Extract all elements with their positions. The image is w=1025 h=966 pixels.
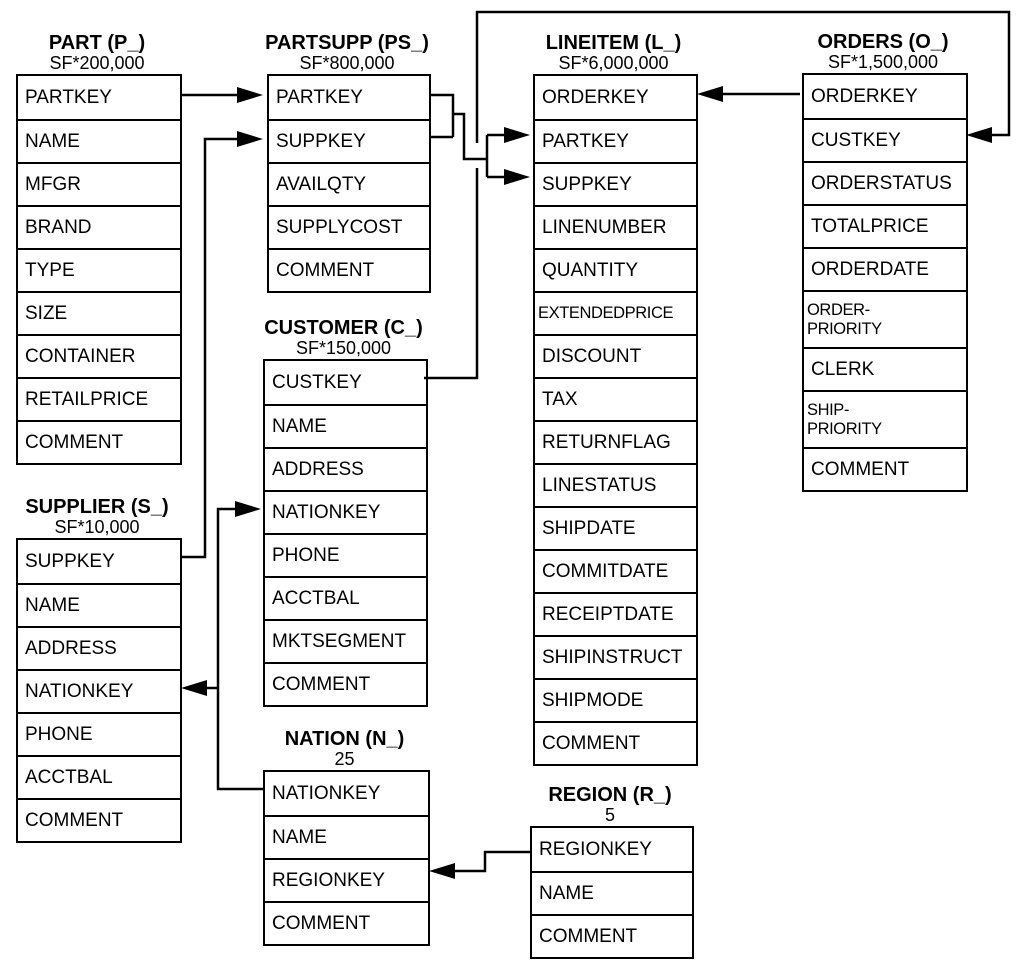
arrowhead-into-customer-nationkey: [235, 501, 261, 517]
field-lineitem-partkey: PARTKEY: [535, 119, 696, 162]
table-cardinality-region: 5: [604, 805, 615, 825]
field-partsupp-comment: COMMENT: [269, 248, 429, 291]
field-lineitem-linestatus: LINESTATUS: [535, 463, 696, 506]
field-supplier-address: ADDRESS: [18, 626, 180, 669]
field-lineitem-suppkey: SUPPKEY: [535, 162, 696, 205]
field-customer-acctbal: ACCTBAL: [265, 576, 426, 619]
table-cardinality-partsupp: SF*800,000: [299, 53, 395, 73]
field-part-mfgr: MFGR: [18, 162, 180, 205]
arrowhead-into-partsupp-partkey: [237, 87, 263, 103]
table-title-supplier: SUPPLIER (S_): [25, 496, 169, 518]
field-lineitem-linenumber: LINENUMBER: [535, 205, 696, 248]
field-lineitem-tax: TAX: [535, 377, 696, 420]
field-region-regionkey: REGIONKEY: [539, 838, 652, 860]
table-cardinality-customer: SF*150,000: [295, 338, 392, 358]
arrowhead-into-lineitem-orderkey: [697, 86, 723, 102]
field-lineitem-receiptdate: RECEIPTDATE: [535, 592, 696, 635]
field-partsupp-supplycost: SUPPLYCOST: [269, 205, 429, 248]
field-lineitem-extendedprice: EXTENDEDPRICE: [535, 291, 696, 334]
arrowhead-into-partsupp-suppkey: [237, 131, 263, 147]
line-partsupp-partkey-out: [429, 93, 455, 137]
field-region-name: NAME: [532, 871, 692, 914]
field-supplier-acctbal: ACCTBAL: [18, 755, 180, 798]
table-title-lineitem: LINEITEM (L_): [545, 32, 682, 54]
field-nation-nationkey: NATIONKEY: [272, 782, 381, 804]
arrowhead-into-lineitem-partkey: [504, 127, 530, 143]
table-cardinality-supplier: SF*10,000: [54, 517, 140, 537]
field-part-retailprice: RETAILPRICE: [18, 377, 180, 420]
field-partsupp-partkey: PARTKEY: [276, 86, 363, 108]
table-title-customer: CUSTOMER (C_): [264, 317, 423, 339]
field-part-partkey: PARTKEY: [25, 86, 112, 108]
field-orders-orderpriority: ORDER- PRIORITY: [804, 290, 966, 347]
field-orders-orderstatus: ORDERSTATUS: [804, 161, 966, 204]
table-cardinality-nation: 25: [334, 749, 355, 769]
field-lineitem-quantity: QUANTITY: [535, 248, 696, 291]
field-lineitem-orderkey: ORDERKEY: [542, 86, 649, 108]
table-cardinality-lineitem: SF*6,000,000: [558, 53, 669, 73]
field-customer-address: ADDRESS: [265, 447, 426, 490]
field-nation-comment: COMMENT: [265, 901, 428, 944]
field-part-size: SIZE: [18, 291, 180, 334]
field-lineitem-returnflag: RETURNFLAG: [535, 420, 696, 463]
table-cardinality-orders: SF*1,500,000: [827, 52, 939, 72]
field-orders-orderkey: ORDERKEY: [811, 85, 918, 107]
arrowhead-into-orders-custkey: [966, 127, 992, 143]
field-supplier-nationkey: NATIONKEY: [18, 669, 180, 712]
field-customer-phone: PHONE: [265, 533, 426, 576]
field-lineitem-commitdate: COMMITDATE: [535, 549, 696, 592]
field-orders-orderdate: ORDERDATE: [804, 247, 966, 290]
field-lineitem-comment: COMMENT: [535, 721, 696, 764]
field-orders-totalprice: TOTALPRICE: [804, 204, 966, 247]
line-partsupp-pair-feed: [453, 112, 487, 161]
field-customer-comment: COMMENT: [265, 662, 426, 705]
field-orders-shippriority: SHIP- PRIORITY: [804, 390, 966, 447]
arrowhead-into-supplier-nationkey: [181, 680, 207, 696]
table-title-nation: NATION (N_): [284, 728, 405, 750]
field-supplier-suppkey: SUPPKEY: [25, 550, 115, 572]
field-lineitem-shipdate: SHIPDATE: [535, 506, 696, 549]
field-nation-regionkey: REGIONKEY: [265, 858, 428, 901]
table-title-partsupp: PARTSUPP (PS_): [265, 32, 429, 54]
field-orders-clerk: CLERK: [804, 347, 966, 390]
arrowhead-into-nation-regionkey: [429, 863, 455, 879]
field-customer-mktsegment: MKTSEGMENT: [265, 619, 426, 662]
field-part-comment: COMMENT: [18, 420, 180, 463]
field-partsupp-availqty: AVAILQTY: [269, 162, 429, 205]
field-part-brand: BRAND: [18, 205, 180, 248]
field-supplier-phone: PHONE: [18, 712, 180, 755]
field-part-container: CONTAINER: [18, 334, 180, 377]
field-part-name: NAME: [18, 119, 180, 162]
field-customer-name: NAME: [265, 404, 426, 447]
field-partsupp-suppkey: SUPPKEY: [269, 119, 429, 162]
field-customer-custkey: CUSTKEY: [272, 371, 362, 393]
field-supplier-comment: COMMENT: [18, 798, 180, 841]
field-part-type: TYPE: [18, 248, 180, 291]
field-orders-custkey: CUSTKEY: [804, 118, 966, 161]
field-supplier-name: NAME: [18, 583, 180, 626]
field-nation-name: NAME: [265, 815, 428, 858]
table-cardinality-part: SF*200,000: [49, 53, 145, 73]
table-title-orders: ORDERS (O_): [817, 31, 949, 53]
field-lineitem-discount: DISCOUNT: [535, 334, 696, 377]
field-customer-nationkey: NATIONKEY: [265, 490, 426, 533]
field-region-comment: COMMENT: [532, 914, 692, 957]
field-lineitem-shipmode: SHIPMODE: [535, 678, 696, 721]
table-title-region: REGION (R_): [548, 784, 672, 806]
arrowhead-into-lineitem-suppkey: [504, 169, 530, 185]
field-lineitem-shipinstruct: SHIPINSTRUCT: [535, 635, 696, 678]
line-region-nation: [453, 850, 530, 873]
field-orders-comment: COMMENT: [804, 447, 966, 490]
table-title-part: PART (P_): [48, 32, 146, 54]
